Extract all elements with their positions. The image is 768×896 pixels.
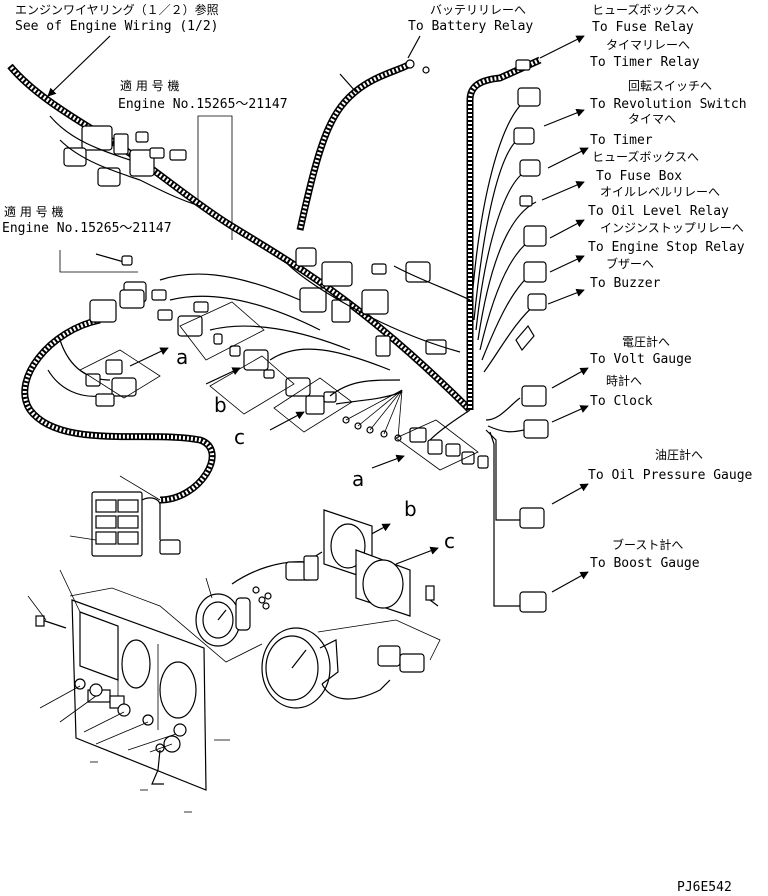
center-connectors [49,115,489,469]
callout-b-right: b [404,497,417,521]
fuse-box-label-jp: ヒューズボックスへ [592,149,699,164]
oil-level-relay-connector [523,225,547,247]
large-gauge-assembly [261,619,441,709]
clock-arrow [551,405,589,423]
callout-c-right: c [444,529,455,553]
timer-relay-label-jp: タイマリレーへ [606,38,690,52]
engine-wiring-ref-arrow [47,35,111,97]
gauge-gaskets [323,509,439,617]
callouts: a b c a b c [79,301,479,565]
small-gauge-assembly [195,551,323,647]
right-branches [429,99,537,607]
fuse-block [69,475,181,557]
boost-label-jp: ブースト計へ [612,537,683,552]
fuse-box-label: To Fuse Box [596,169,682,184]
oil-pressure-label: To Oil Pressure Gauge [588,468,753,483]
boost-label: To Boost Gauge [590,556,700,571]
serial-left-jp: 適 用 号 機 [4,204,63,219]
engine-stop-relay-label-jp: インジンストップリレーへ [600,221,744,235]
engine-stop-relay-connector [523,261,547,283]
battery-relay-label: To Battery Relay [408,19,533,34]
terminals [342,389,403,442]
oil-level-relay-arrow [549,219,585,239]
buzzer-arrow [547,288,585,305]
revolution-switch-arrow [543,108,585,127]
oil-pressure-arrow [551,483,589,505]
serial-top-bracket [197,115,233,240]
battery-relay-leader [407,35,421,59]
panel-leaders [27,569,230,813]
boost-arrow [551,571,589,593]
battery-relay-label-jp: バッテリリレーへ [430,3,526,17]
oil-level-relay-label-jp: オイルレベルリレーへ [600,185,720,199]
clock-label-jp: 時計へ [606,373,642,388]
oil-pressure-label-jp: 油圧計へ [655,447,703,462]
callout-c-left: c [234,425,245,449]
oil-level-relay-label: To Oil Level Relay [588,204,729,219]
fuse-relay-label-jp: ヒューズボックスへ [592,2,699,17]
timer-connector [519,159,541,177]
instrument-panel [35,587,263,791]
engine-stop-relay-label: To Engine Stop Relay [588,240,745,255]
fuse-relay-arrow [539,35,585,59]
buzzer-label-jp: ブザーへ [606,256,654,271]
oil-pressure-connector [519,507,545,529]
buzzer-label: To Buzzer [590,276,661,291]
engine-stop-relay-arrow [549,255,585,273]
buzzer-connector [527,293,547,311]
timer-relay-connector [513,127,535,145]
timer-label: To Timer [590,133,653,148]
volt-gauge-label-jp: 電圧計へ [622,334,670,349]
right-connectors [513,59,549,613]
fuse-relay-connector [515,59,531,71]
drawing-code: PJ6E542 [677,880,732,895]
revolution-switch-label: To Revolution Switch [590,97,747,112]
callout-a-top: a [176,345,188,369]
serial-left-bracket [59,250,138,273]
timer-relay-label: To Timer Relay [590,55,700,70]
volt-gauge-label: To Volt Gauge [590,352,692,367]
timer-label-jp: タイマへ [628,112,676,126]
revolution-switch-label-jp: 回転スイッチへ [628,79,712,93]
callout-a-right: a [352,467,364,491]
fuse-box-connector [519,195,533,207]
serial-left-connector [95,253,133,266]
revolution-switch-connector [517,87,541,107]
boost-connector [519,591,547,613]
volt-gauge-arrow [551,367,589,389]
callout-b-left: b [214,393,227,417]
volt-gauge-connector [521,385,547,407]
fuse-box-arrow [541,181,585,201]
engine-wiring-ref-en: See of Engine Wiring (1/2) [15,19,219,34]
serial-top-en: Engine No.15265～21147 [118,97,288,112]
timer-arrow [547,147,589,169]
clock-label: To Clock [590,394,653,409]
main-harness [7,56,542,413]
fuse-relay-label: To Fuse Relay [592,20,694,35]
serial-left-en: Engine No.15265～21147 [2,221,172,236]
clamp [515,324,535,352]
engine-wiring-ref-jp: エンジンワイヤリング（１／２）参照 [15,2,219,17]
clock-connector [523,419,549,439]
serial-top-jp: 適 用 号 機 [120,78,179,93]
left-loop-harness [21,289,216,504]
